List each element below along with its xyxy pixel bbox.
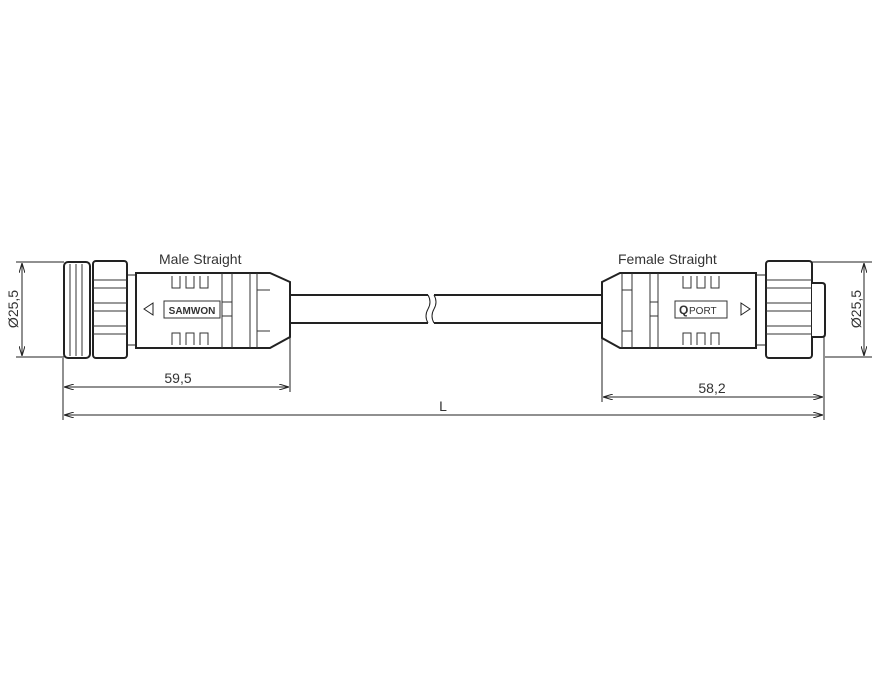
diameter-right-label: Ø25,5 <box>848 290 864 328</box>
qport-logo-text: PORT <box>689 306 717 317</box>
samwon-badge <box>163 300 221 319</box>
male-connector: SAMWON <box>63 260 291 359</box>
female-length-label: 58,2 <box>698 380 725 396</box>
female-connector: Q PORT <box>601 260 826 359</box>
male-length-label: 59,5 <box>164 370 191 386</box>
total-length-label: L <box>439 398 447 414</box>
qport-logo-q: Q <box>679 303 688 317</box>
male-thread <box>63 261 91 359</box>
female-stub <box>812 282 826 338</box>
qport-badge <box>674 300 728 319</box>
cable-break-icon <box>425 294 437 324</box>
arrow-left-icon <box>143 302 154 316</box>
samwon-logo: SAMWON <box>169 306 216 317</box>
arrow-right-icon <box>740 302 751 316</box>
female-label: Female Straight <box>618 251 717 267</box>
dimension-lines <box>16 261 872 420</box>
cable <box>290 294 602 324</box>
female-nut <box>765 260 813 359</box>
male-nut <box>92 260 128 359</box>
male-label: Male Straight <box>159 251 242 267</box>
diameter-left-label: Ø25,5 <box>5 290 21 328</box>
